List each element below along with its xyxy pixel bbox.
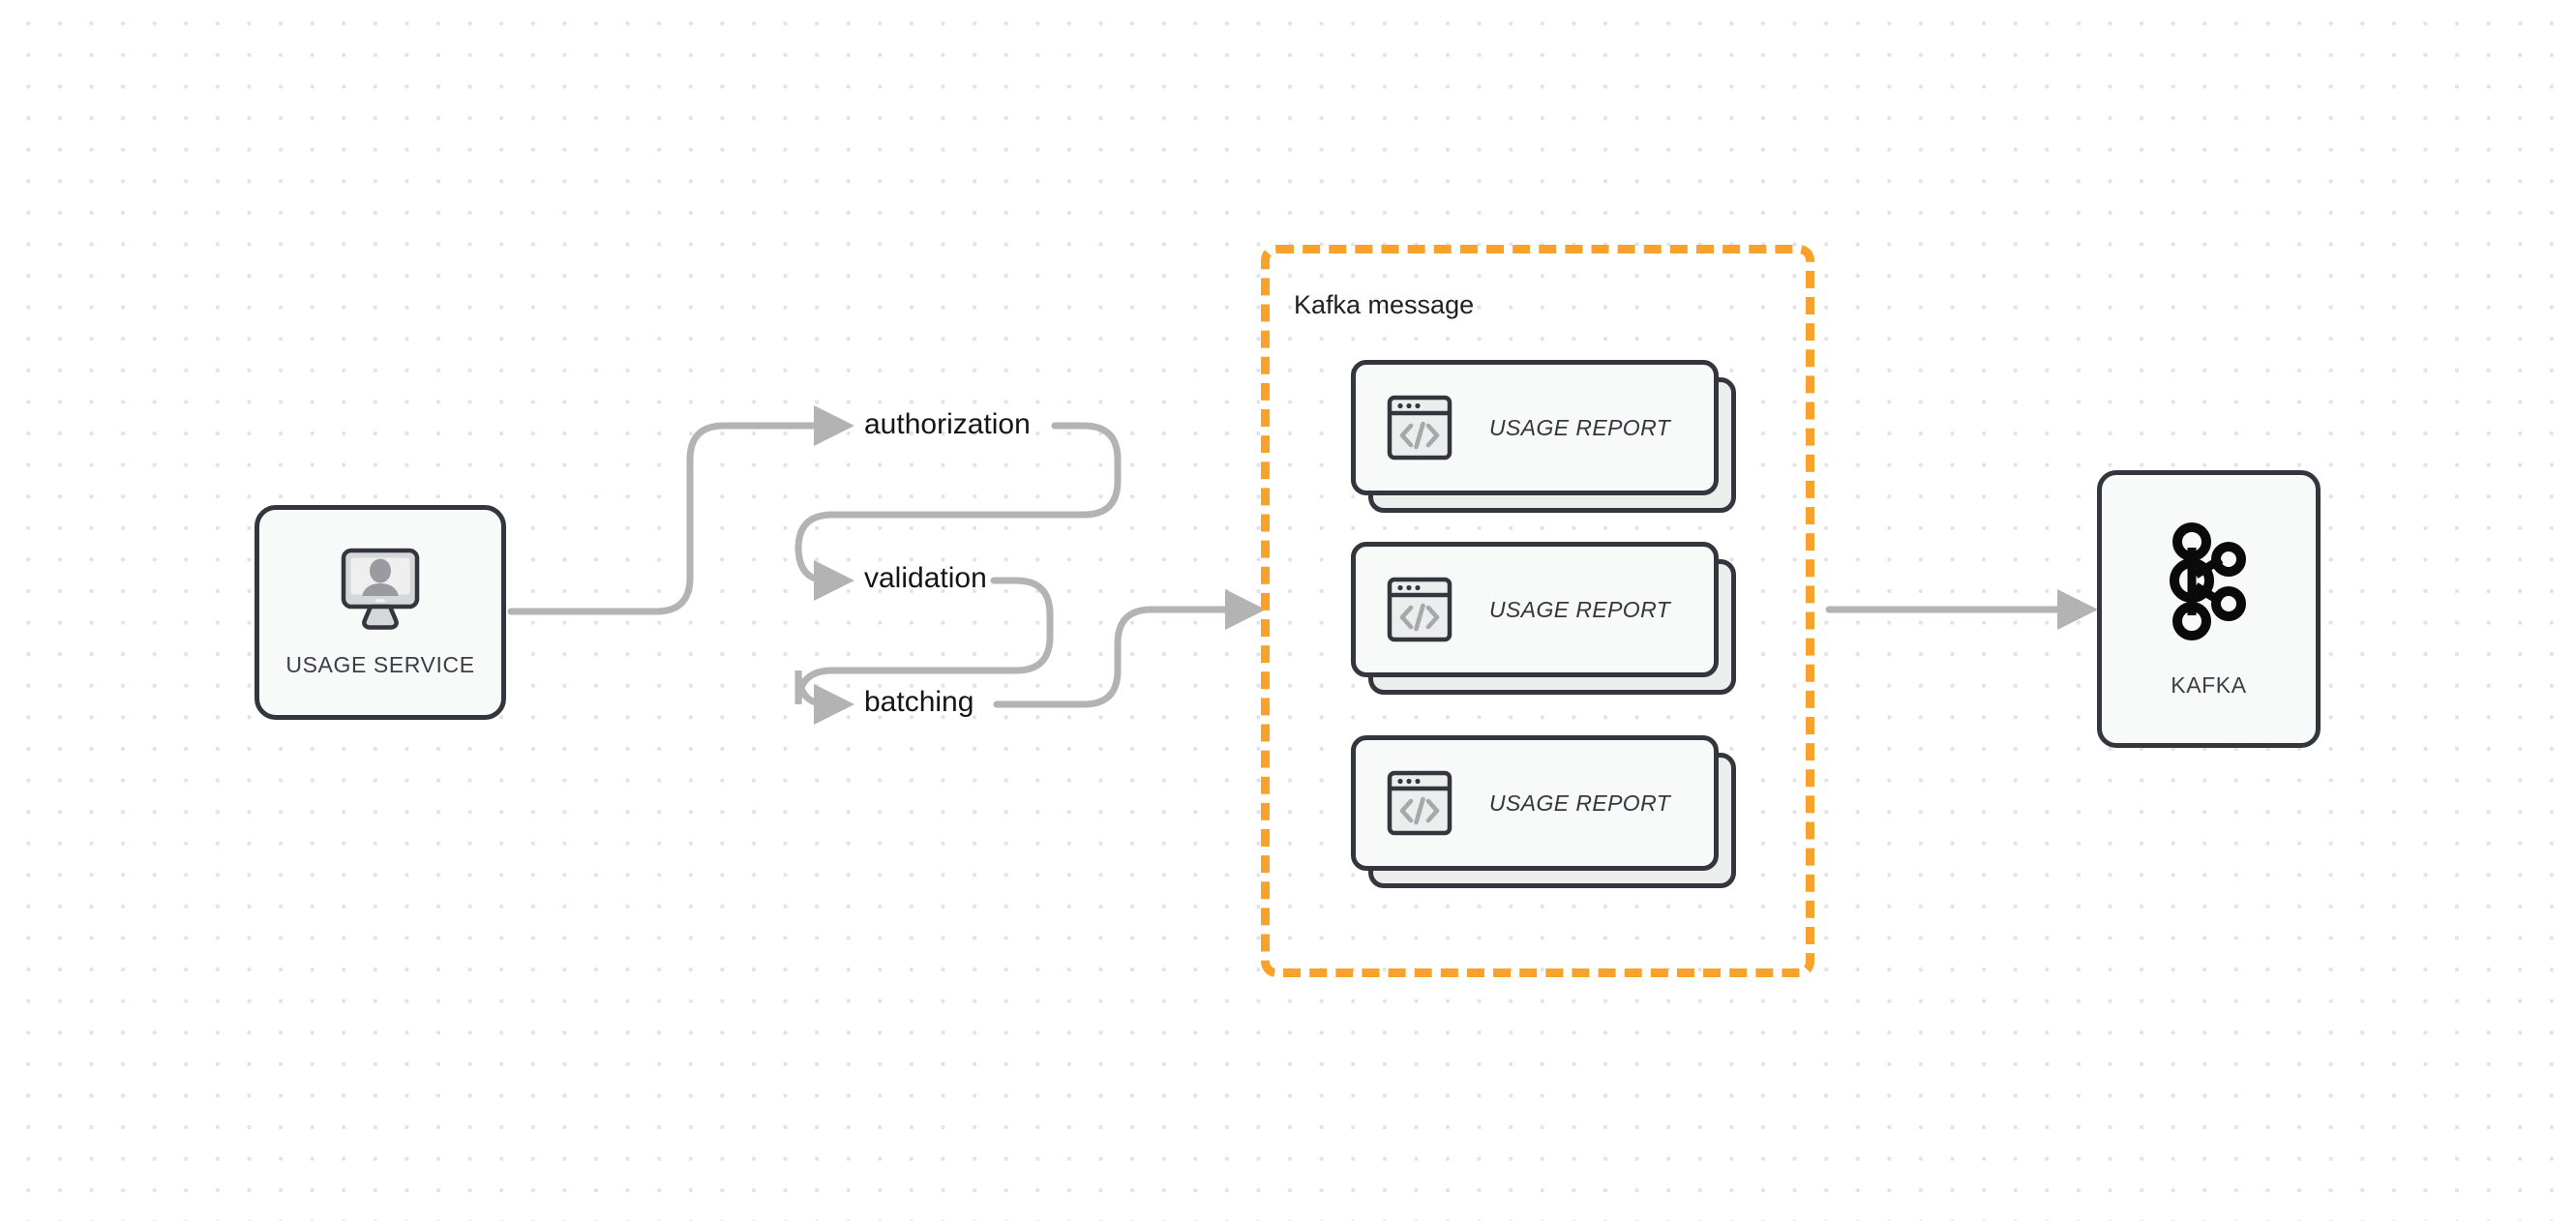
connector-authorization-to-validation	[794, 422, 1122, 601]
kafka-message-group-boundary	[1261, 245, 1814, 977]
node-usage-service-label: USAGE SERVICE	[285, 652, 475, 677]
usage-report-card-label: USAGE REPORT	[1489, 596, 1671, 622]
pipeline-step-authorization[interactable]: authorization	[864, 408, 1031, 440]
connector-usage-to-authorization	[507, 405, 854, 615]
pipeline-step-batching[interactable]: batching	[864, 686, 974, 718]
code-window-icon	[1387, 395, 1453, 461]
node-kafka[interactable]: KAFKA	[2097, 470, 2321, 748]
usage-report-card[interactable]: USAGE REPORT	[1351, 735, 1736, 888]
node-kafka-label: KAFKA	[2171, 671, 2247, 698]
kafka-message-group-title: Kafka message	[1294, 290, 1475, 319]
pipeline-step-validation[interactable]: validation	[864, 562, 987, 594]
node-usage-service[interactable]: USAGE SERVICE	[255, 505, 506, 720]
usage-report-card[interactable]: USAGE REPORT	[1351, 542, 1736, 695]
code-window-icon	[1387, 577, 1453, 642]
connector-batching-to-kafka-message	[993, 589, 1266, 708]
code-window-icon	[1387, 770, 1453, 836]
usage-report-card[interactable]: USAGE REPORT	[1351, 360, 1736, 513]
kafka-logo-icon	[2163, 521, 2256, 649]
usage-report-card-label: USAGE REPORT	[1489, 789, 1671, 816]
monitor-user-icon	[336, 547, 425, 637]
usage-report-card-label: USAGE REPORT	[1489, 414, 1671, 440]
